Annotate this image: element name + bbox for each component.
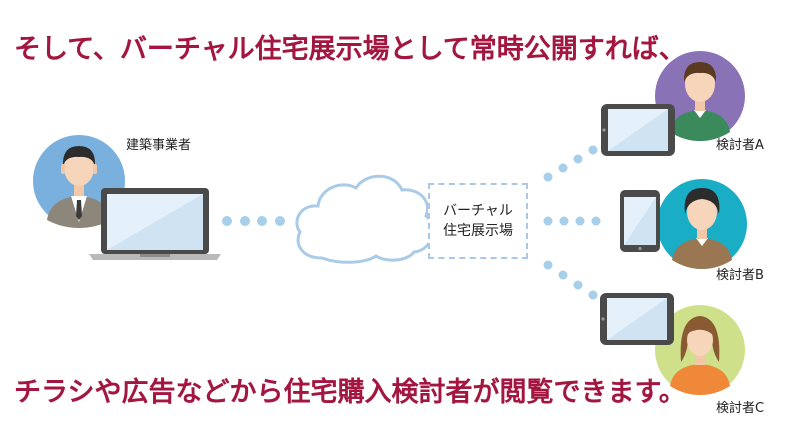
tablet-a-icon (601, 104, 675, 156)
headline-top: そして、バーチャル住宅展示場として常時公開すれば、 (14, 34, 686, 65)
visitor-c-avatar (655, 305, 745, 395)
connector-to-a (543, 145, 598, 182)
laptop-icon (89, 188, 221, 260)
visitor-b-label: 検討者B (716, 268, 764, 283)
visitor-a-label: 検討者A (716, 138, 764, 153)
tablet-b-icon (620, 190, 660, 252)
connector-left (222, 216, 285, 226)
center-label-line2: 住宅展示場 (443, 223, 513, 239)
visitor-c-label: 検討者C (716, 401, 765, 416)
virtual-showroom-box: バーチャル 住宅展示場 (428, 183, 528, 259)
cloud-icon (295, 174, 435, 264)
center-label-line1: バーチャル (443, 203, 513, 219)
visitor-b-avatar (657, 179, 747, 269)
connector-to-b (543, 216, 601, 226)
tablet-c-icon (600, 293, 674, 345)
headline-bottom: チラシや広告などから住宅購入検討者が閲覧できます。 (14, 377, 686, 408)
connector-to-c (543, 260, 598, 300)
builder-label: 建築事業者 (126, 138, 192, 153)
visitor-a-avatar (655, 51, 745, 141)
